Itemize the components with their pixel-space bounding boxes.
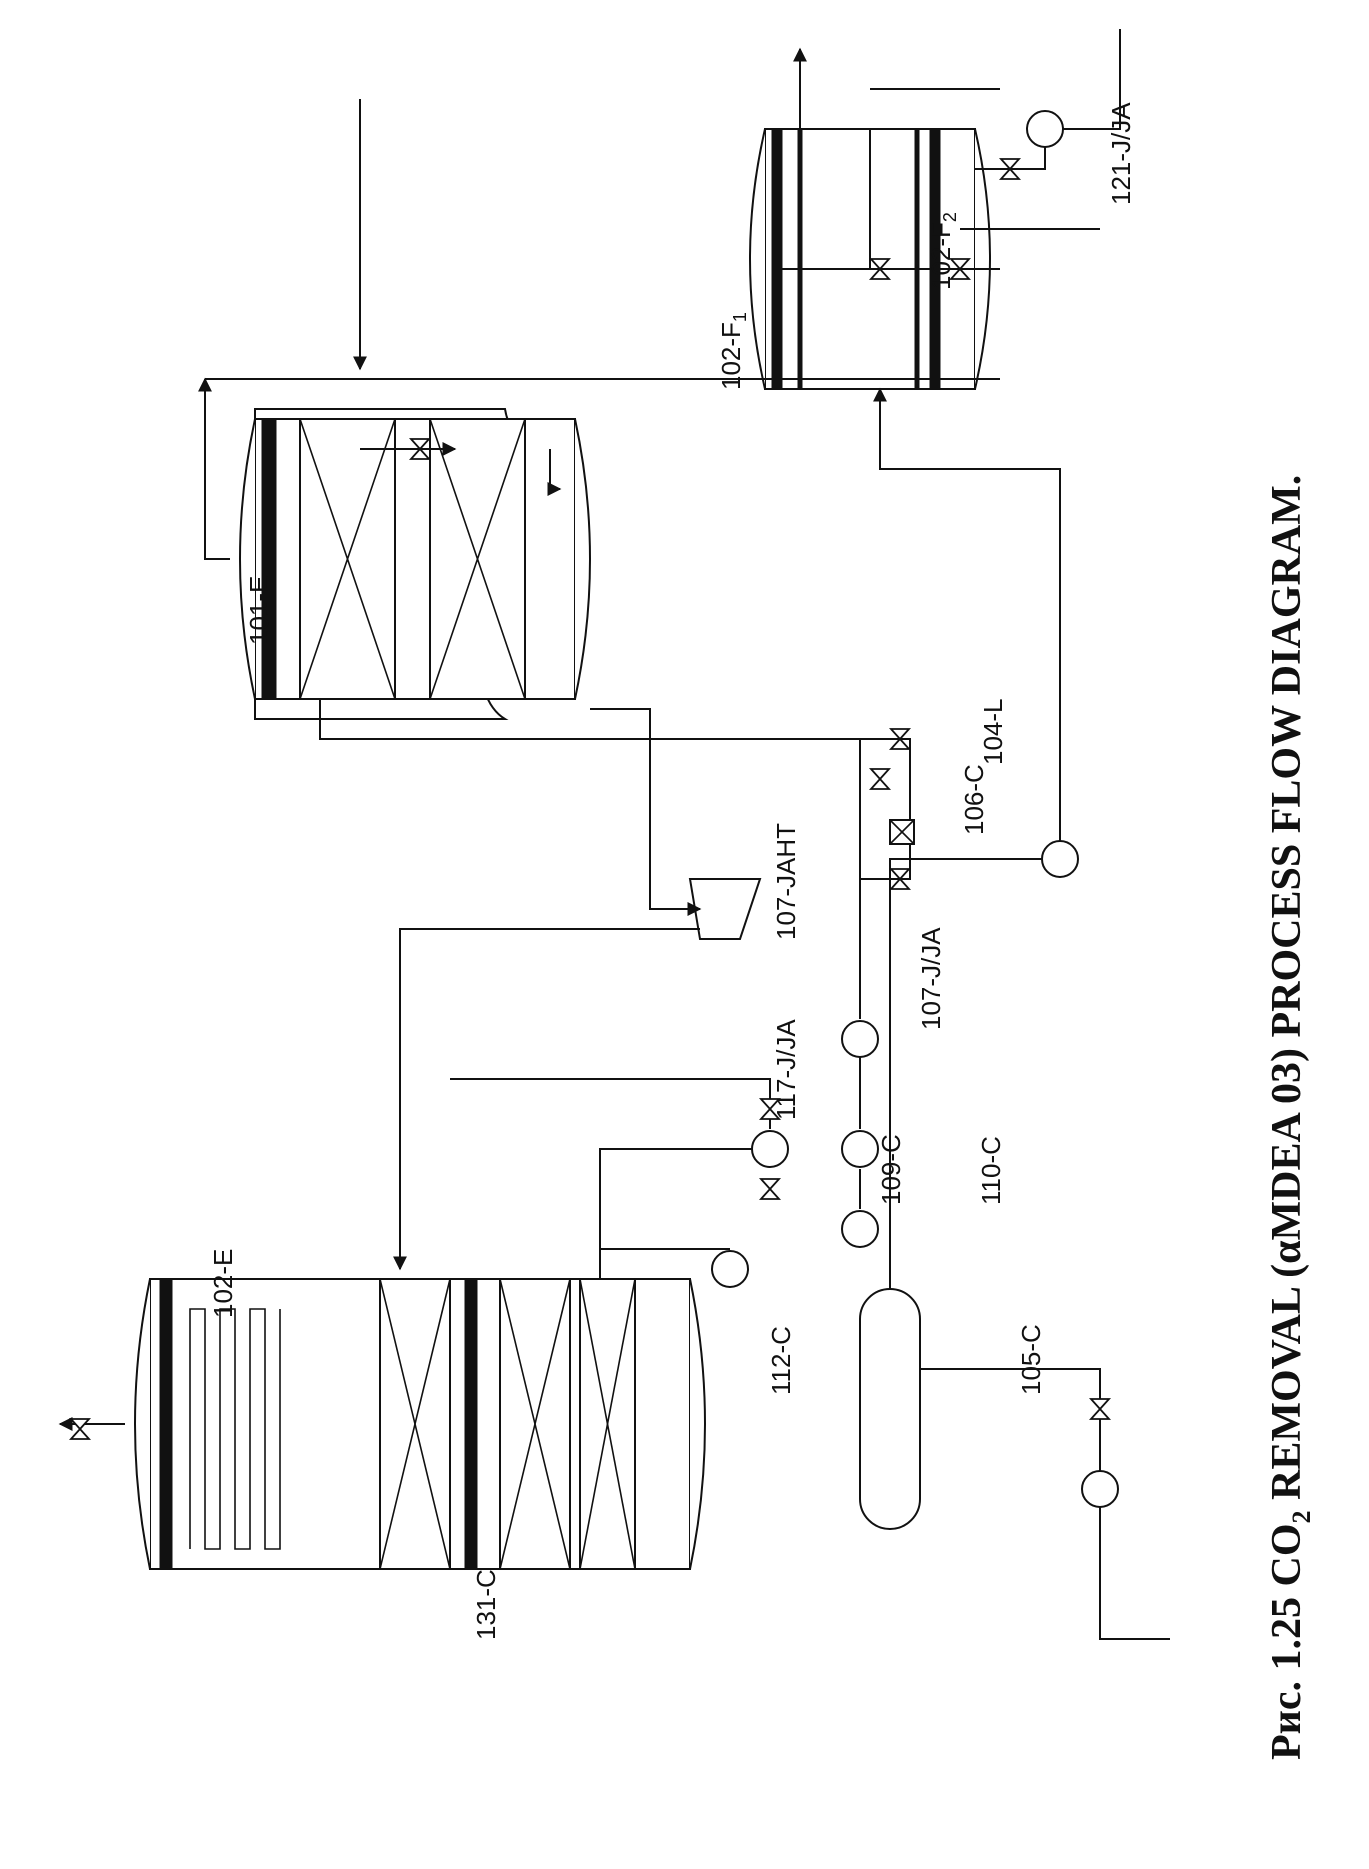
stripper-102-e xyxy=(134,1278,706,1570)
filter-104-l xyxy=(889,819,915,845)
pump-107-j xyxy=(841,1020,879,1058)
exchanger-106-c xyxy=(1041,840,1079,878)
label-112-c: 112-C xyxy=(766,1326,796,1395)
piping xyxy=(58,29,1170,1640)
equipment-labels: 101-E 102-E 102-F1 102-F2 121-J/JA 104-L… xyxy=(208,102,1136,1640)
exchanger-112-c xyxy=(711,1250,749,1288)
label-102-f1: 102-F1 xyxy=(716,312,750,390)
turbine-107-jaht xyxy=(688,878,762,940)
exchanger-109-c xyxy=(841,1130,879,1168)
label-110-c: 110-C xyxy=(976,1136,1006,1205)
absorber-101-e xyxy=(239,408,591,720)
exchanger-131-c xyxy=(1081,1470,1119,1508)
label-104-l: 104-L xyxy=(978,699,1008,766)
drum-105-c xyxy=(859,1288,921,1530)
figure-caption: Рис. 1.25 CO2 REMOVAL (αMDEA 03) PROCESS… xyxy=(1264,475,1316,1760)
label-102-f2: 102-F2 xyxy=(926,212,960,290)
label-105-c: 105-C xyxy=(1016,1324,1046,1395)
label-102-e: 102-E xyxy=(208,1249,238,1318)
label-107-jaht: 107-JAHT xyxy=(771,823,801,940)
label-107-j: 107-J/JA xyxy=(916,927,946,1030)
label-131-c: 131-C xyxy=(471,1569,501,1640)
label-121-j: 121-J/JA xyxy=(1106,102,1136,205)
label-106-c: 106-C xyxy=(959,764,989,835)
label-109-c: 109-C xyxy=(876,1134,906,1205)
pump-121-j xyxy=(1026,110,1064,148)
label-101-e: 101-E xyxy=(244,576,274,645)
label-117-j: 117-J/JA xyxy=(771,1019,801,1120)
exchanger-110-c xyxy=(841,1210,879,1248)
pump-117-j xyxy=(751,1130,789,1168)
